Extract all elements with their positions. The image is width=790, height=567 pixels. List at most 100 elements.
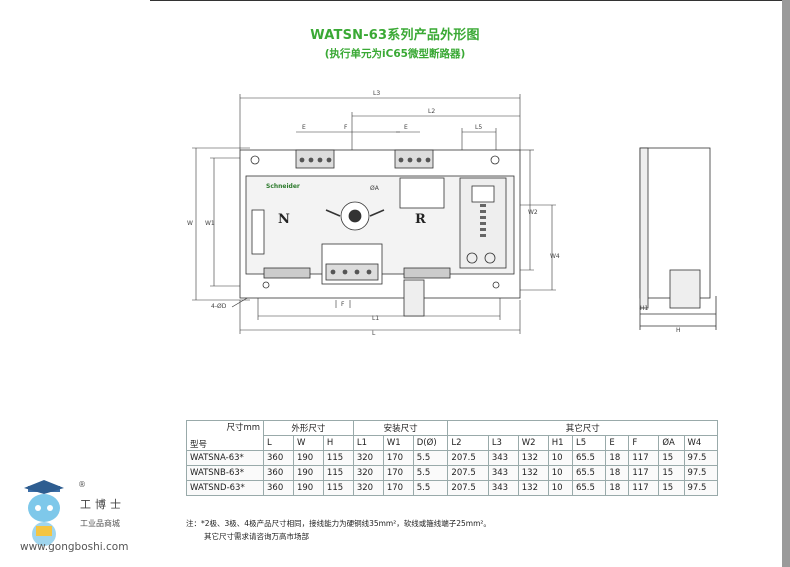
- table-cell: 5.5: [412, 450, 449, 466]
- table-cell: 15: [658, 450, 685, 466]
- dim-h1: H1: [640, 305, 649, 312]
- column-header: H1: [547, 435, 573, 451]
- table-cell: 117: [628, 465, 660, 481]
- table-cell: 343: [487, 450, 519, 466]
- table-cell: 97.5: [683, 465, 718, 481]
- table-cell: 65.5: [571, 465, 607, 481]
- dim-w1: W1: [205, 220, 215, 227]
- model-cell: WATSNA-63*: [186, 450, 264, 466]
- dim-l2: L2: [428, 108, 435, 115]
- table-cell: 117: [628, 450, 660, 466]
- dim-h: H: [676, 327, 681, 334]
- table-cell: 132: [517, 480, 549, 496]
- corner-bottom-label: 型号: [190, 440, 208, 450]
- top-rule: [150, 0, 782, 1]
- table-cell: 65.5: [571, 480, 607, 496]
- note-wiring: 注：*2极、3极、4极产品尺寸相同，接线能力为硬铜线35mm²，软线或箍线端子2…: [186, 519, 491, 528]
- dim-f-top: F: [344, 124, 348, 131]
- column-header: L: [263, 435, 294, 451]
- table-cell: 360: [263, 450, 294, 466]
- table-cell: 320: [352, 450, 384, 466]
- table-cell: 15: [658, 465, 685, 481]
- column-header: W: [292, 435, 324, 451]
- table-cell: 343: [487, 465, 519, 481]
- column-header: ØA: [658, 435, 685, 451]
- column-header: D(Ø): [412, 435, 449, 451]
- column-header: W4: [683, 435, 718, 451]
- table-cell: 320: [352, 465, 384, 481]
- corner-top-label: 尺寸mm: [226, 423, 260, 433]
- dim-l1: L1: [372, 315, 379, 322]
- table-cell: 65.5: [571, 450, 607, 466]
- table-cell: 170: [382, 480, 414, 496]
- table-cell: 207.5: [447, 465, 489, 481]
- table-row: WATSND-63* 360 190 115 320 170 5.5 207.5…: [186, 480, 718, 496]
- table-cell: 190: [292, 465, 324, 481]
- corner-cell: 尺寸mm 型号: [186, 420, 264, 451]
- column-header: E: [605, 435, 630, 451]
- group-mounting: 安装尺寸: [352, 420, 449, 436]
- column-header: H: [322, 435, 354, 451]
- table-cell: 320: [352, 480, 384, 496]
- table-cell: 97.5: [683, 480, 718, 496]
- dim-l: L: [372, 330, 376, 337]
- table-cell: 115: [322, 465, 354, 481]
- table-cell: 97.5: [683, 450, 718, 466]
- column-header: L2: [447, 435, 489, 451]
- page-edge-bar: [782, 0, 790, 567]
- label-normal-source: N: [278, 212, 290, 227]
- table-cell: 360: [263, 480, 294, 496]
- table-cell: 190: [292, 450, 324, 466]
- registered-mark: ®: [78, 480, 86, 489]
- column-header: F: [628, 435, 660, 451]
- table-cell: 10: [547, 480, 573, 496]
- table-cell: 15: [658, 480, 685, 496]
- column-header: L3: [487, 435, 519, 451]
- dim-oa: ØA: [370, 185, 380, 192]
- group-other: 其它尺寸: [447, 420, 718, 436]
- dim-w2: W2: [528, 209, 538, 216]
- label-reserve-source: R: [415, 212, 426, 227]
- table-cell: 207.5: [447, 450, 489, 466]
- table-cell: 18: [605, 465, 630, 481]
- watermark-subtitle: 工业品商城: [80, 519, 120, 528]
- watermark-name: 工博士: [80, 498, 125, 511]
- watermark-url-link[interactable]: www.gongboshi.com: [20, 541, 129, 553]
- table-cell: 343: [487, 480, 519, 496]
- table-cell: 18: [605, 480, 630, 496]
- dim-l5: L5: [475, 124, 482, 131]
- table-cell: 170: [382, 465, 414, 481]
- table-cell: 5.5: [412, 465, 449, 481]
- table-cell: 115: [322, 450, 354, 466]
- note-contact: 其它尺寸需求请咨询万高市场部: [204, 532, 309, 541]
- table-cell: 207.5: [447, 480, 489, 496]
- page-subtitle: (执行单元为iC65微型断路器): [324, 48, 466, 60]
- spec-table: 尺寸mm 型号 外形尺寸 安装尺寸 其它尺寸 L W H L1 W1 D(Ø) …: [186, 420, 718, 496]
- table-row: WATSNB-63* 360 190 115 320 170 5.5 207.5…: [186, 465, 718, 481]
- table-cell: 5.5: [412, 480, 449, 496]
- table-cell: 10: [547, 465, 573, 481]
- table-cell: 10: [547, 450, 573, 466]
- table-row: WATSNA-63* 360 190 115 320 170 5.5 207.5…: [186, 450, 718, 466]
- model-cell: WATSNB-63*: [186, 465, 264, 481]
- mascot-logo-icon: [24, 480, 64, 546]
- table-cell: 117: [628, 480, 660, 496]
- dim-e-left: E: [302, 124, 306, 131]
- table-cell: 115: [322, 480, 354, 496]
- column-header: W2: [517, 435, 549, 451]
- column-header: W1: [382, 435, 414, 451]
- column-header: L5: [571, 435, 607, 451]
- dim-l3: L3: [373, 90, 380, 97]
- dim-w4: W4: [550, 253, 560, 260]
- dim-w: W: [187, 220, 193, 227]
- table-cell: 170: [382, 450, 414, 466]
- dimension-drawing: L3 L2 E F E L5 W W1 W2 W4 L1 L F 4-ØD ØA…: [187, 90, 717, 337]
- dim-e-right: E: [404, 124, 408, 131]
- table-cell: 132: [517, 450, 549, 466]
- model-cell: WATSND-63*: [186, 480, 264, 496]
- table-cell: 190: [292, 480, 324, 496]
- page-title: WATSN-63系列产品外形图: [310, 28, 480, 43]
- column-header: L1: [352, 435, 384, 451]
- brand-logo: Schneider: [266, 183, 300, 190]
- table-cell: 360: [263, 465, 294, 481]
